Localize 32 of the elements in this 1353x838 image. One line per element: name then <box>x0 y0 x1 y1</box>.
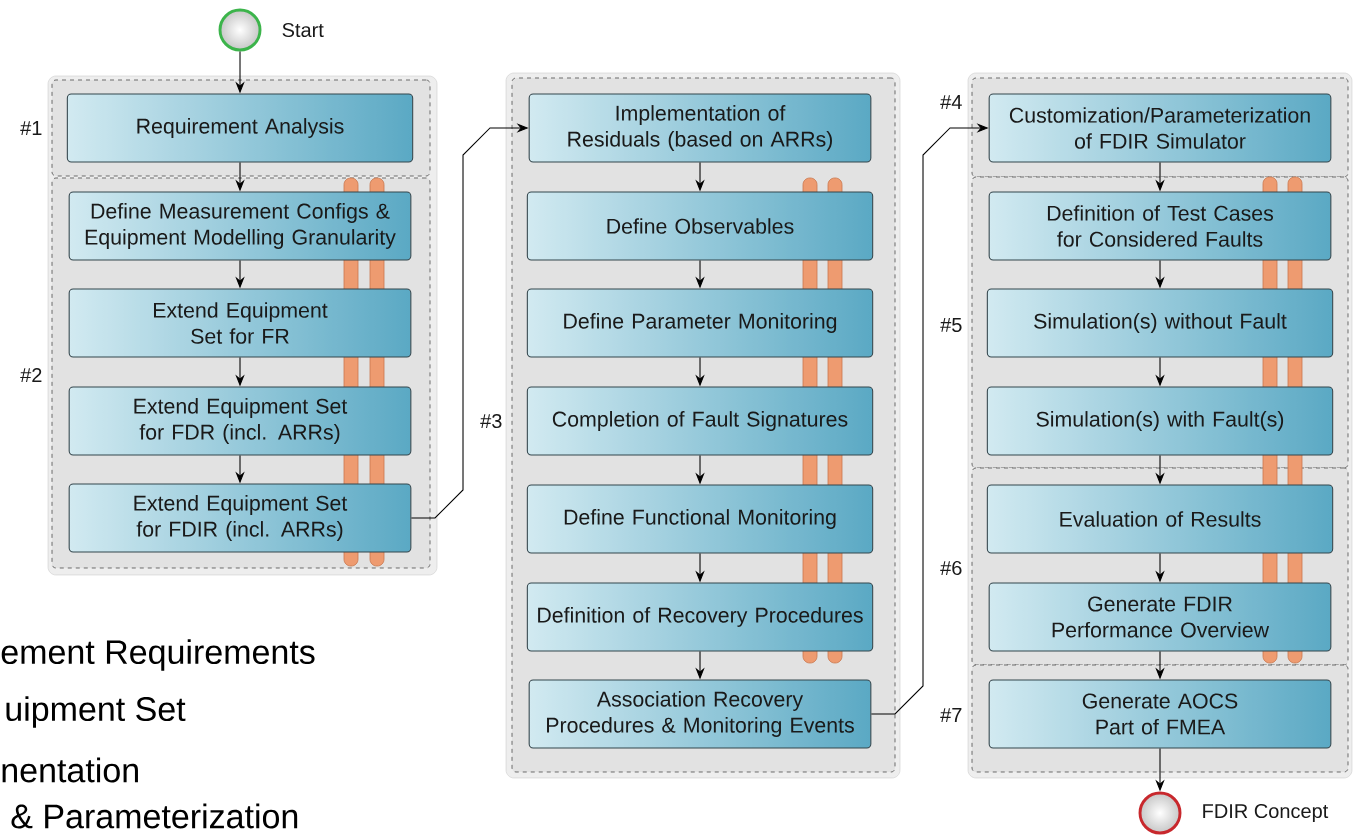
process-box: Definition of Test Cases for Considered Faults <box>988 191 1332 261</box>
list-text: uipment Set <box>6 696 186 728</box>
process-box: Implementation of Residuals (based on ARRs) <box>528 93 872 163</box>
process-box: Extend Equipment Set for FDIR (incl. ARRs) <box>68 483 412 553</box>
step-number: #5 <box>940 318 962 332</box>
event-label: Start <box>282 22 324 38</box>
list-text: nentation <box>2 757 138 783</box>
process-box: Define Functional Monitoring <box>526 484 874 554</box>
list-text: & Parameterization <box>11 803 298 829</box>
process-box: Association Recovery Procedures & Monitoring Events <box>528 679 872 749</box>
process-box: Extend Equipment Set for FR <box>68 288 412 358</box>
process-box: Define Measurement Configs & Equipment Modelling Granularity <box>68 191 412 261</box>
process-box: Completion of Fault Signatures <box>526 386 874 456</box>
step-number: #6 <box>940 560 962 576</box>
event-label: FDIR Concept <box>1203 803 1329 823</box>
process-box: Generate FDIR Performance Overview <box>988 582 1332 652</box>
list-text: ement Requirements <box>1 639 315 671</box>
step-number: #2 <box>20 368 42 382</box>
process-box: Requirement Analysis <box>66 93 414 163</box>
process-box: Evaluation of Results <box>986 484 1334 554</box>
process-box: Simulation(s) with Fault(s) <box>986 386 1334 456</box>
process-box: Define Observables <box>526 191 874 261</box>
step-number: #3 <box>480 413 502 429</box>
process-box: Extend Equipment Set for FDR (incl. ARRs) <box>68 386 412 456</box>
process-box: Generate AOCS Part of FMEA <box>988 679 1332 749</box>
process-box: Simulation(s) without Fault <box>986 288 1334 358</box>
process-box: Customization/Parameterization of FDIR Simulator <box>988 93 1332 163</box>
process-box: Define Parameter Monitoring <box>526 288 874 358</box>
process-box: Definition of Recovery Procedures <box>526 582 874 652</box>
step-number: #7 <box>940 708 962 722</box>
step-number: #1 <box>20 121 42 135</box>
step-number: #4 <box>940 95 962 109</box>
